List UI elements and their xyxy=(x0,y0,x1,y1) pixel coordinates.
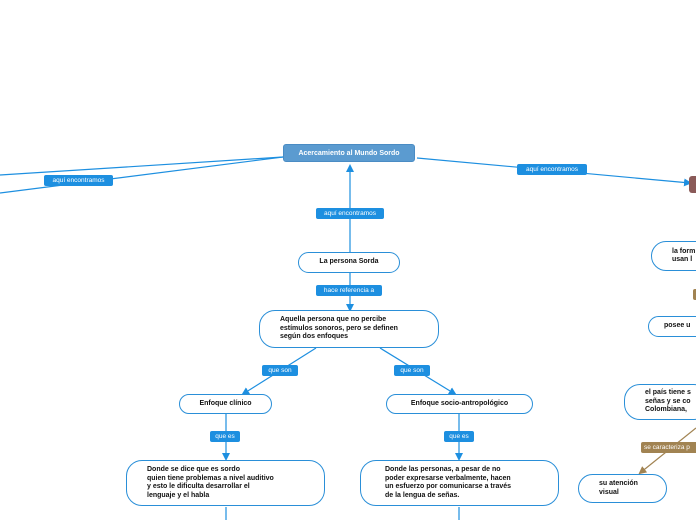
link-root-left-lower xyxy=(0,156,284,194)
connector-label-que-son-left[interactable]: que son xyxy=(262,365,298,376)
connector-label-se-caracteriza[interactable]: se caracteriza p xyxy=(641,442,696,453)
connector-label-que-es-left[interactable]: que es xyxy=(210,431,240,442)
connector-label-que-es-right[interactable]: que es xyxy=(444,431,474,442)
root-topic-label: Acercamiento al Mundo Sordo xyxy=(298,149,400,157)
root-topic[interactable]: Acercamiento al Mundo Sordo xyxy=(283,144,415,162)
node-persona-sorda[interactable]: La persona Sorda xyxy=(298,252,400,273)
node-enfoque-socio[interactable]: Enfoque socio-antropológico xyxy=(386,394,533,414)
connector-label-aqui-right[interactable]: aquí encontramos xyxy=(517,164,587,175)
connector-label-stub-brown[interactable] xyxy=(693,289,696,300)
connector-label-hace-referencia[interactable]: hace referencia a xyxy=(316,285,382,296)
node-def-clinico[interactable]: Donde se dice que es sordo quien tiene p… xyxy=(126,460,325,506)
image-node-thumbnail[interactable] xyxy=(689,176,696,193)
link-root-left-upper xyxy=(0,156,284,176)
node-el-pais[interactable]: el país tiene s señas y se co Colombiana… xyxy=(624,384,696,420)
connector-label-aqui-left[interactable]: aquí encontramos xyxy=(44,175,113,186)
node-aquella-persona[interactable]: Aquella persona que no percibe estímulos… xyxy=(259,310,439,348)
node-posee[interactable]: posee u xyxy=(648,316,696,337)
node-enfoque-clinico[interactable]: Enfoque clínico xyxy=(179,394,272,414)
node-atencion-visual[interactable]: su atención visual xyxy=(578,474,667,503)
connector-label-que-son-right[interactable]: que son xyxy=(394,365,430,376)
node-la-forma[interactable]: la form usan l xyxy=(651,241,696,271)
node-def-socio[interactable]: Donde las personas, a pesar de no poder … xyxy=(360,460,559,506)
connector-label-aqui-center[interactable]: aquí encontramos xyxy=(316,208,384,219)
